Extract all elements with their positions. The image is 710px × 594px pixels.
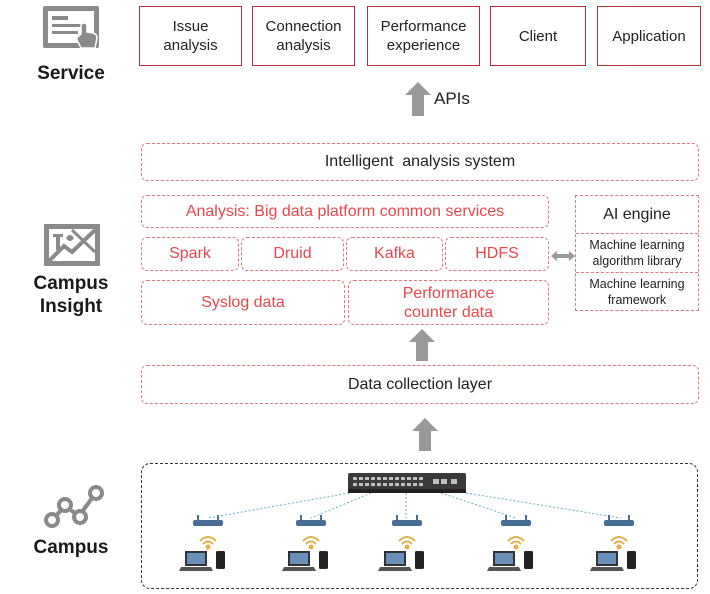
wifi-signal-icon: [199, 536, 217, 550]
phone-icon: [627, 551, 636, 569]
access-point-icon: [392, 515, 422, 526]
access-point-icon: [604, 515, 634, 526]
tier-label-service: Service: [37, 63, 105, 84]
wifi-signal-icon: [398, 536, 416, 550]
core-switch-icon: [348, 473, 466, 493]
phone-icon: [524, 551, 533, 569]
ai-engine-title: AI engine: [576, 196, 698, 234]
apis-up-arrow-icon: [405, 82, 431, 116]
ml-framework: Machine learning framework: [589, 276, 685, 307]
service-box-connection-analysis: Connection analysis: [252, 6, 355, 66]
campus-topology: [179, 473, 636, 571]
big-data-platform-services: Analysis: Big data platform common servi…: [141, 195, 549, 228]
service-box-issue-analysis: Issue analysis: [139, 6, 242, 66]
tier-label-campus-insight: Campus Insight: [33, 273, 109, 317]
wifi-signal-icon: [610, 536, 628, 550]
campus-network-icon: [44, 485, 104, 528]
service-box-performance-experience: Performance experience: [367, 6, 480, 66]
performance-counter-data: Performance counter data: [348, 280, 549, 325]
apis-label: APIs: [434, 89, 470, 108]
ml-algorithm-library: Machine learning algorithm library: [576, 234, 698, 273]
service-box-client: Client: [490, 6, 586, 66]
tool-hdfs: HDFS: [445, 237, 549, 271]
network-links: [207, 492, 622, 519]
campus-network-frame: [141, 463, 698, 589]
bidirectional-arrow-icon: [551, 251, 575, 261]
tool-druid: Druid: [241, 237, 344, 271]
data-collection-layer: Data collection layer: [141, 365, 699, 404]
wifi-signal-icon: [302, 536, 320, 550]
phone-icon: [216, 551, 225, 569]
wifi-signal-icon: [507, 536, 525, 550]
insight-map-icon: [44, 224, 100, 266]
tool-spark: Spark: [141, 237, 239, 271]
service-monitor-icon: [43, 6, 99, 49]
up-arrow-to-collection-icon: [412, 418, 438, 451]
access-point-icon: [501, 515, 531, 526]
laptop-icon: [378, 551, 412, 571]
access-point-icon: [193, 515, 223, 526]
laptop-icon: [590, 551, 624, 571]
laptop-icon: [487, 551, 521, 571]
ai-engine-panel: AI engine Machine learning algorithm lib…: [575, 195, 699, 311]
laptop-icon: [179, 551, 213, 571]
syslog-data: Syslog data: [141, 280, 345, 325]
up-arrow-to-data-icon: [409, 329, 435, 361]
tool-kafka: Kafka: [346, 237, 443, 271]
laptop-icon: [282, 551, 316, 571]
tier-label-campus: Campus: [33, 537, 109, 558]
intelligent-analysis-system: Intelligent analysis system: [141, 143, 699, 181]
phone-icon: [415, 551, 424, 569]
access-point-icon: [296, 515, 326, 526]
phone-icon: [319, 551, 328, 569]
service-box-application: Application: [597, 6, 701, 66]
